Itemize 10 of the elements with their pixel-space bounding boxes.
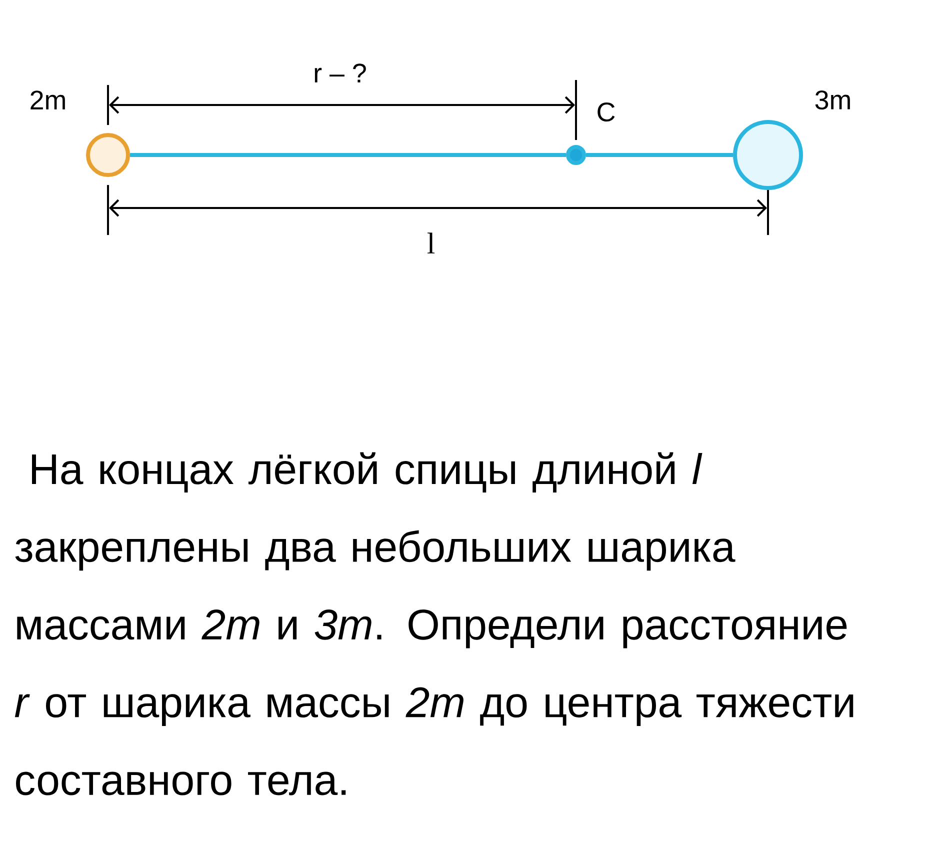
problem-text: На концах лёгкой спицы длиной l закреплены два небольших шарика массами 2m и 3m. Определи расстояние r от шарика массы 2m до центра тяжести составного тела. xyxy=(14,452,854,796)
rod xyxy=(586,153,733,157)
dimension-label: l xyxy=(427,232,435,254)
mass-label: 3m xyxy=(815,90,850,110)
mass-label: C xyxy=(598,102,615,122)
dimension-label: r – ? xyxy=(314,64,366,82)
ball xyxy=(566,145,586,165)
rod xyxy=(130,153,566,157)
ball xyxy=(733,120,803,190)
mass-label: 2m xyxy=(30,90,65,110)
